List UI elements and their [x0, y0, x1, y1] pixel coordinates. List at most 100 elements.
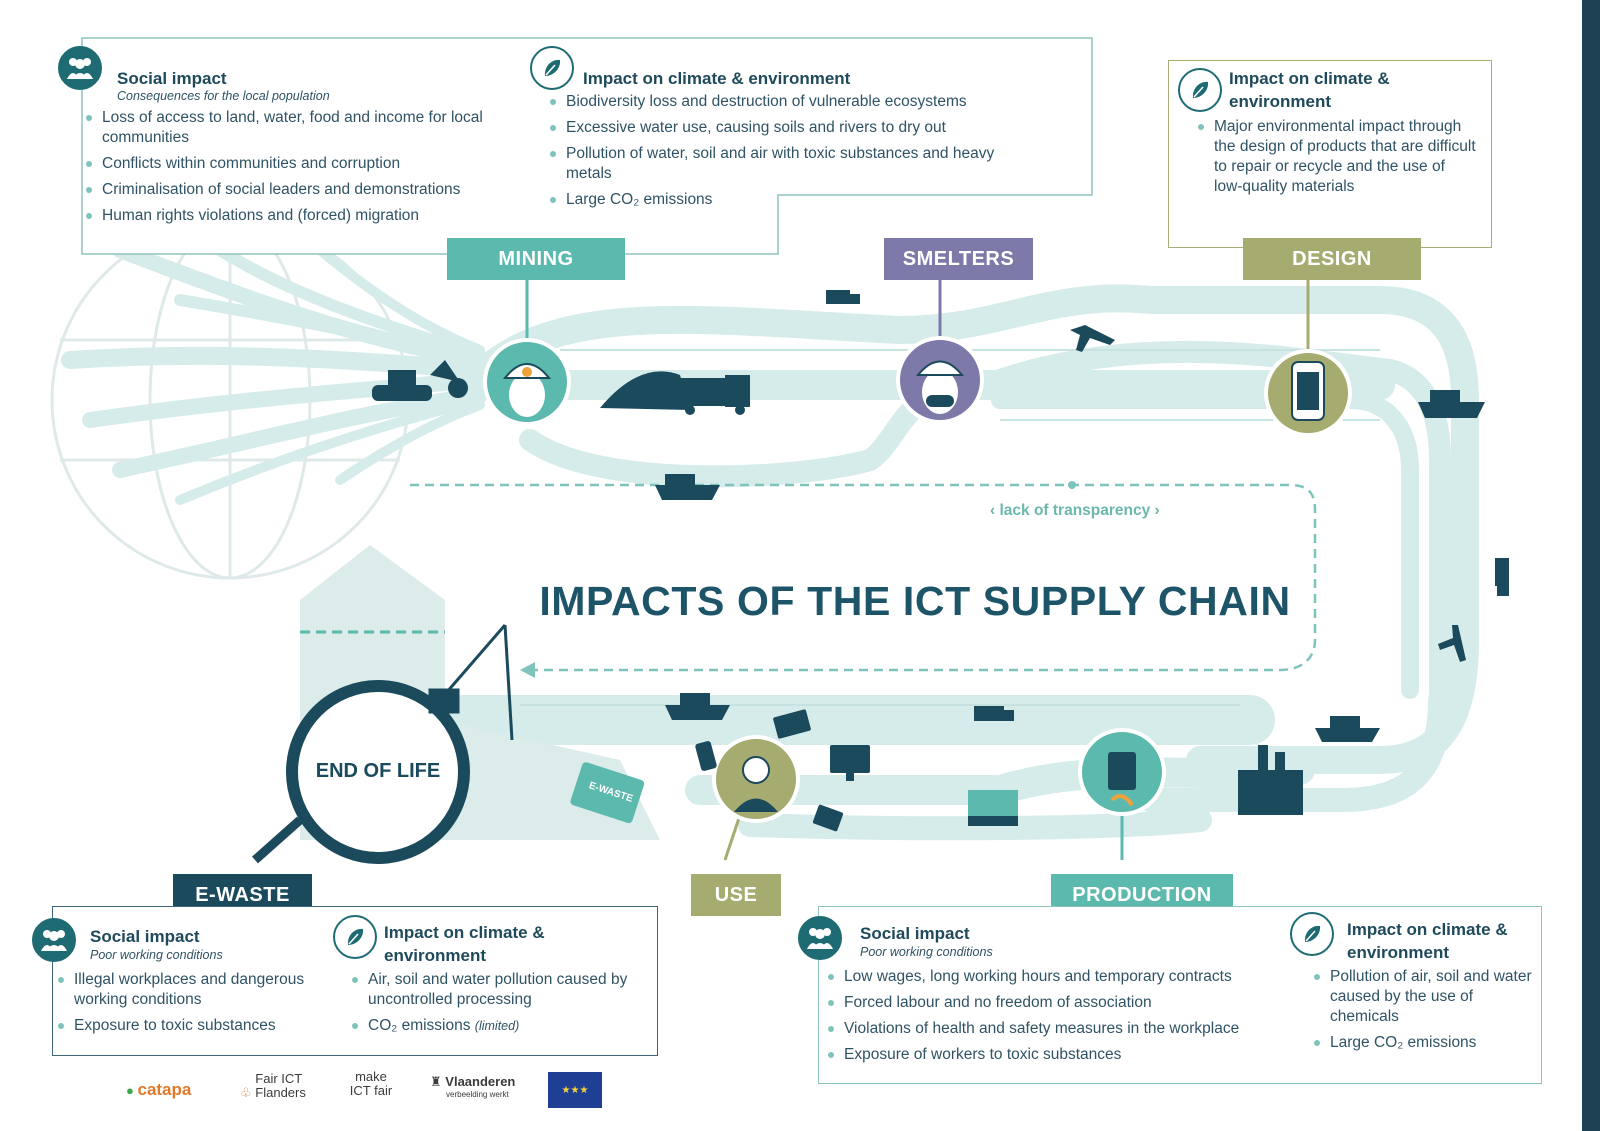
production-impact-box — [818, 906, 1542, 1084]
factory-icon — [1238, 745, 1303, 815]
list-item: Biodiversity loss and destruction of vul… — [546, 92, 1006, 112]
truck-icon-top — [826, 290, 860, 304]
truck-icon-right — [1495, 558, 1509, 596]
cargo-ship-icon-bottom-right — [1315, 716, 1380, 742]
phone-icon — [695, 741, 717, 771]
truck-icon-bottom — [974, 706, 1014, 721]
laptop-icon — [773, 709, 811, 739]
e-waste-truck-icon — [570, 762, 645, 824]
fair-ict-flanders-logo: ♧ Fair ICT Flanders — [240, 1072, 315, 1101]
ewaste-social-heading: Social impact — [90, 927, 200, 946]
transparency-label: ‹ lack of transparency › — [990, 502, 1160, 520]
ewaste-climate-list: Air, soil and water pollution caused by … — [348, 970, 648, 1042]
production-climate-heading: Impact on climate & environment — [1347, 920, 1508, 962]
mining-roads — [61, 242, 489, 505]
tablet-icon — [812, 804, 844, 832]
list-item: Exposure of workers to toxic substances — [824, 1045, 1294, 1065]
mining-social-list: Loss of access to land, water, food and … — [82, 108, 522, 232]
flemish-lion-icon: ♜ — [430, 1074, 442, 1089]
list-item: Violations of health and safety measures… — [824, 1019, 1294, 1039]
list-item: Conflicts within communities and corrupt… — [82, 154, 522, 174]
production-climate-list: Pollution of air, soil and water caused … — [1310, 967, 1532, 1059]
smartphone-icon — [1264, 349, 1352, 437]
catapa-leaf-icon: ● — [126, 1083, 134, 1098]
page-title: IMPACTS OF THE ICT SUPPLY CHAIN — [539, 578, 1291, 624]
design-climate-list: Major environmental impact through the d… — [1194, 117, 1476, 203]
chevron-left-icon: ‹ — [990, 502, 1000, 519]
excavator-icon — [372, 360, 468, 401]
social-impact-people-icon — [58, 46, 102, 90]
stage-label-use: USE — [691, 874, 781, 916]
ewaste-social-list: Illegal workplaces and dangerous working… — [54, 970, 344, 1042]
cargo-ship-icon-left — [655, 474, 720, 500]
catapa-logo-text: catapa — [137, 1080, 192, 1099]
production-social-subtitle: Poor working conditions — [860, 945, 993, 959]
cargo-ship-icon-bottom — [665, 693, 730, 720]
dump-truck-icon — [665, 375, 750, 415]
mining-climate-list: Biodiversity loss and destruction of vul… — [546, 92, 1006, 216]
social-impact-people-icon — [798, 916, 842, 960]
dashed-loop-node — [1068, 481, 1076, 489]
vlaanderen-logo: ♜ Vlaanderen verbeelding werkt — [430, 1074, 515, 1099]
stage-label-mining: MINING — [447, 238, 625, 280]
mining-social-subtitle: Consequences for the local population — [117, 89, 330, 103]
production-social-list: Low wages, long working hours and tempor… — [824, 967, 1294, 1071]
stage-label-design: DESIGN — [1243, 238, 1421, 280]
list-item: Exposure to toxic substances — [54, 1016, 344, 1036]
user-icon — [712, 735, 800, 823]
stage-label-smelters: SMELTERS — [884, 238, 1033, 280]
mining-social-heading: Social impact — [117, 69, 227, 88]
ewaste-social-subtitle: Poor working conditions — [90, 948, 223, 962]
list-item: Illegal workplaces and dangerous working… — [54, 970, 344, 1010]
ewaste-climate-heading: Impact on climate & environment — [384, 923, 545, 965]
airplane-icon-right — [1438, 625, 1466, 662]
mining-climate-heading: Impact on climate & environment — [583, 69, 851, 88]
list-item: Major environmental impact through the d… — [1194, 117, 1476, 197]
leaf-icon — [1178, 68, 1222, 112]
end-of-life-circle — [286, 680, 470, 864]
miner-icon — [483, 338, 571, 426]
list-item: CO₂ emissions (limited) — [348, 1016, 648, 1036]
fair-ict-logo-text: Fair ICT Flanders — [255, 1071, 306, 1100]
list-item: Criminalisation of social leaders and de… — [82, 180, 522, 200]
list-item: Excessive water use, causing soils and r… — [546, 118, 1006, 138]
make-ict-fair-logo-text: make ICT fair — [349, 1069, 393, 1098]
list-item: Low wages, long working hours and tempor… — [824, 967, 1294, 987]
design-impact-box — [1168, 60, 1492, 248]
end-of-life-label: END OF LIFE — [315, 760, 441, 782]
make-ict-fair-logo: make ICT fair — [348, 1070, 394, 1098]
transparency-dashed-loop — [410, 483, 1317, 672]
cargo-ship-icon-right — [1418, 390, 1485, 418]
list-item: Large CO₂ emissions — [1310, 1033, 1532, 1053]
design-climate-heading: Impact on climate & environment — [1229, 69, 1390, 111]
vlaanderen-tagline: verbeelding werkt — [446, 1090, 509, 1099]
transparency-text: lack of transparency — [999, 502, 1151, 519]
social-impact-people-icon — [32, 918, 76, 962]
catapa-logo: ● catapa — [126, 1080, 191, 1100]
leaf-icon — [530, 46, 574, 90]
list-item: Large CO₂ emissions — [546, 190, 1006, 210]
list-item: Pollution of water, soil and air with to… — [546, 144, 1006, 184]
page-edge-bar — [1582, 0, 1600, 1131]
list-item: Forced labour and no freedom of associat… — [824, 993, 1294, 1013]
list-item: Pollution of air, soil and water caused … — [1310, 967, 1532, 1027]
airplane-icon-top — [1070, 325, 1115, 352]
monitor-icon — [830, 745, 870, 781]
smelter-worker-icon — [896, 336, 984, 424]
toxic-barrel-icon — [1078, 728, 1166, 816]
leaf-icon — [1290, 912, 1334, 956]
delivery-truck-icon — [968, 790, 1018, 826]
crane-icon — [428, 624, 514, 741]
eu-flag-icon: ★★★ — [548, 1072, 602, 1108]
limited-note: (limited) — [474, 1019, 520, 1033]
dashed-loop-arrowhead — [520, 662, 535, 678]
fair-ict-sprout-icon: ♧ — [240, 1085, 252, 1100]
list-item: Human rights violations and (forced) mig… — [82, 206, 522, 226]
vlaanderen-logo-text: Vlaanderen — [445, 1074, 516, 1089]
chevron-right-icon: › — [1150, 502, 1160, 519]
list-item: Loss of access to land, water, food and … — [82, 108, 522, 148]
leaf-icon — [333, 915, 377, 959]
co2-emissions-text: CO₂ emissions — [368, 1017, 471, 1034]
